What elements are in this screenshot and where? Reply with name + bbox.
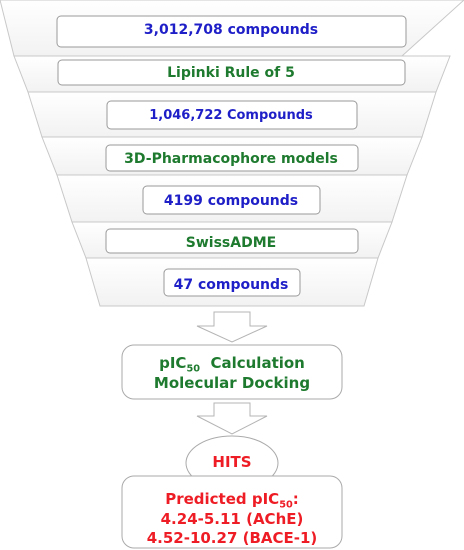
funnel-label-1: Lipinki Rule of 5: [167, 65, 295, 81]
arrow-down-2: [196, 402, 268, 435]
funnel-step-box-1: [57, 59, 406, 86]
result-line-2: 4.24-5.11 (AChE): [160, 510, 304, 528]
funnel-label-6: 47 compounds: [173, 277, 289, 293]
funnel-step-box-4: [142, 185, 321, 215]
result-pic-prefix: Predicted pIC: [165, 490, 280, 508]
result-line-1: Predicted pIC50:: [122, 492, 342, 510]
funnel-label-0: 3,012,708 compounds: [143, 22, 319, 38]
funnel-label-5: SwissADME: [185, 235, 277, 251]
funnel-step-box-5: [105, 228, 359, 254]
calc-pic-prefix: pIC: [159, 354, 187, 372]
funnel-step-box-6: [163, 268, 301, 297]
results-box: [121, 475, 343, 549]
calc-line-1: pIC50 Calculation: [122, 356, 342, 374]
calc-pic-subscript: 50: [186, 363, 201, 375]
result-pic-subscript: 50: [279, 499, 293, 511]
arrow-down-1: [196, 311, 268, 343]
result-line-3: 4.52-10.27 (BACE-1): [146, 529, 318, 547]
funnel-label-2: 1,046,722 Compounds: [149, 108, 313, 123]
calc-pic-suffix: Calculation: [200, 354, 305, 372]
funnel-step-box-3: [105, 144, 359, 172]
hits-label: HITS: [212, 453, 252, 471]
calc-line-2: Molecular Docking: [153, 374, 311, 392]
funnel-label-3: 3D-Pharmacophore models: [124, 151, 338, 167]
result-pic-suffix: :: [292, 490, 299, 508]
funnel-label-4: 4199 compounds: [163, 193, 299, 209]
calculation-box: [121, 344, 343, 400]
funnel-step-box-2: [106, 100, 358, 130]
funnel-step-box-0: [56, 15, 407, 48]
